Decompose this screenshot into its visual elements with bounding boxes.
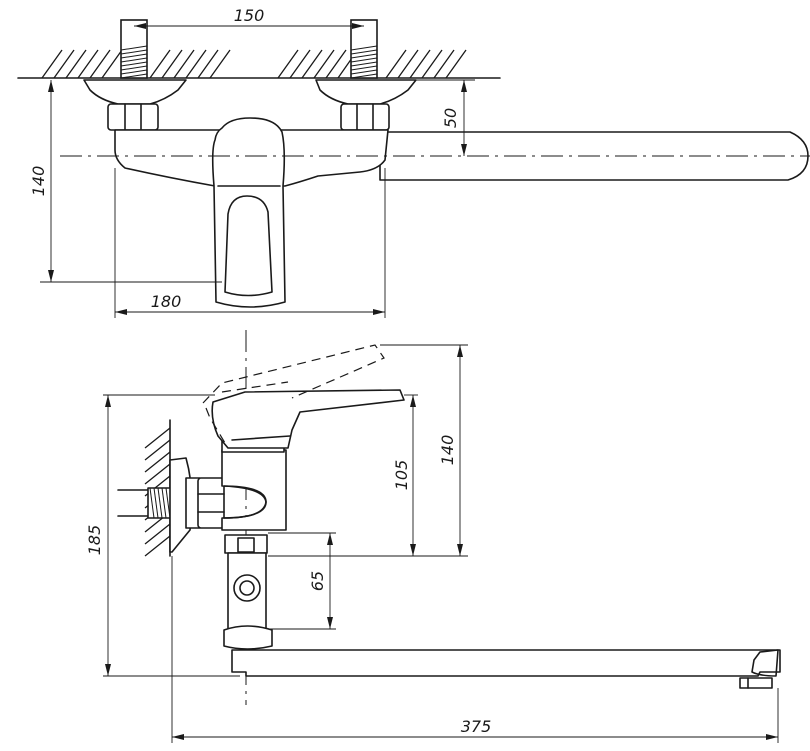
right-supply-pipe <box>350 19 378 79</box>
dim-50: 50 <box>385 79 475 156</box>
dim-185: 185 <box>85 394 240 677</box>
side-lever-raised <box>202 344 385 444</box>
dim-375-label: 375 <box>461 717 492 736</box>
dim-105-label: 105 <box>392 460 411 491</box>
side-view: 185 140 105 65 <box>85 330 781 743</box>
dim-150-label: 150 <box>234 6 265 25</box>
top-lever <box>211 117 286 308</box>
top-view: 150 50 140 180 <box>17 6 810 318</box>
dim-65: 65 <box>268 532 336 630</box>
dim-105: 105 <box>392 394 418 556</box>
wall-hatching-right <box>277 49 467 79</box>
wall-hatching-left <box>41 49 231 79</box>
side-supply-pipe <box>117 487 173 519</box>
dim-140-top: 140 <box>29 80 222 283</box>
side-swivel-ring <box>223 625 273 650</box>
dim-180-label: 180 <box>151 292 182 311</box>
dim-375: 375 <box>171 556 779 743</box>
top-lever-slot <box>224 195 273 297</box>
dim-150: 150 <box>134 6 364 29</box>
dim-65-label: 65 <box>308 571 327 591</box>
side-aerator <box>739 677 773 689</box>
dim-50-label: 50 <box>441 108 460 128</box>
side-spout <box>231 649 781 677</box>
dim-140-side-label: 140 <box>438 435 457 466</box>
side-lever <box>211 389 405 449</box>
side-nut <box>197 477 225 529</box>
dim-140-side: 140 <box>380 344 468 556</box>
dim-185-label: 185 <box>85 525 104 556</box>
left-supply-pipe <box>120 19 148 79</box>
right-nut <box>340 103 390 131</box>
side-diverter <box>224 534 268 630</box>
dim-140-top-label: 140 <box>29 166 48 197</box>
left-escutcheon <box>83 79 187 105</box>
dim-180: 180 <box>114 168 386 318</box>
right-escutcheon <box>315 79 417 105</box>
left-nut <box>107 103 159 131</box>
